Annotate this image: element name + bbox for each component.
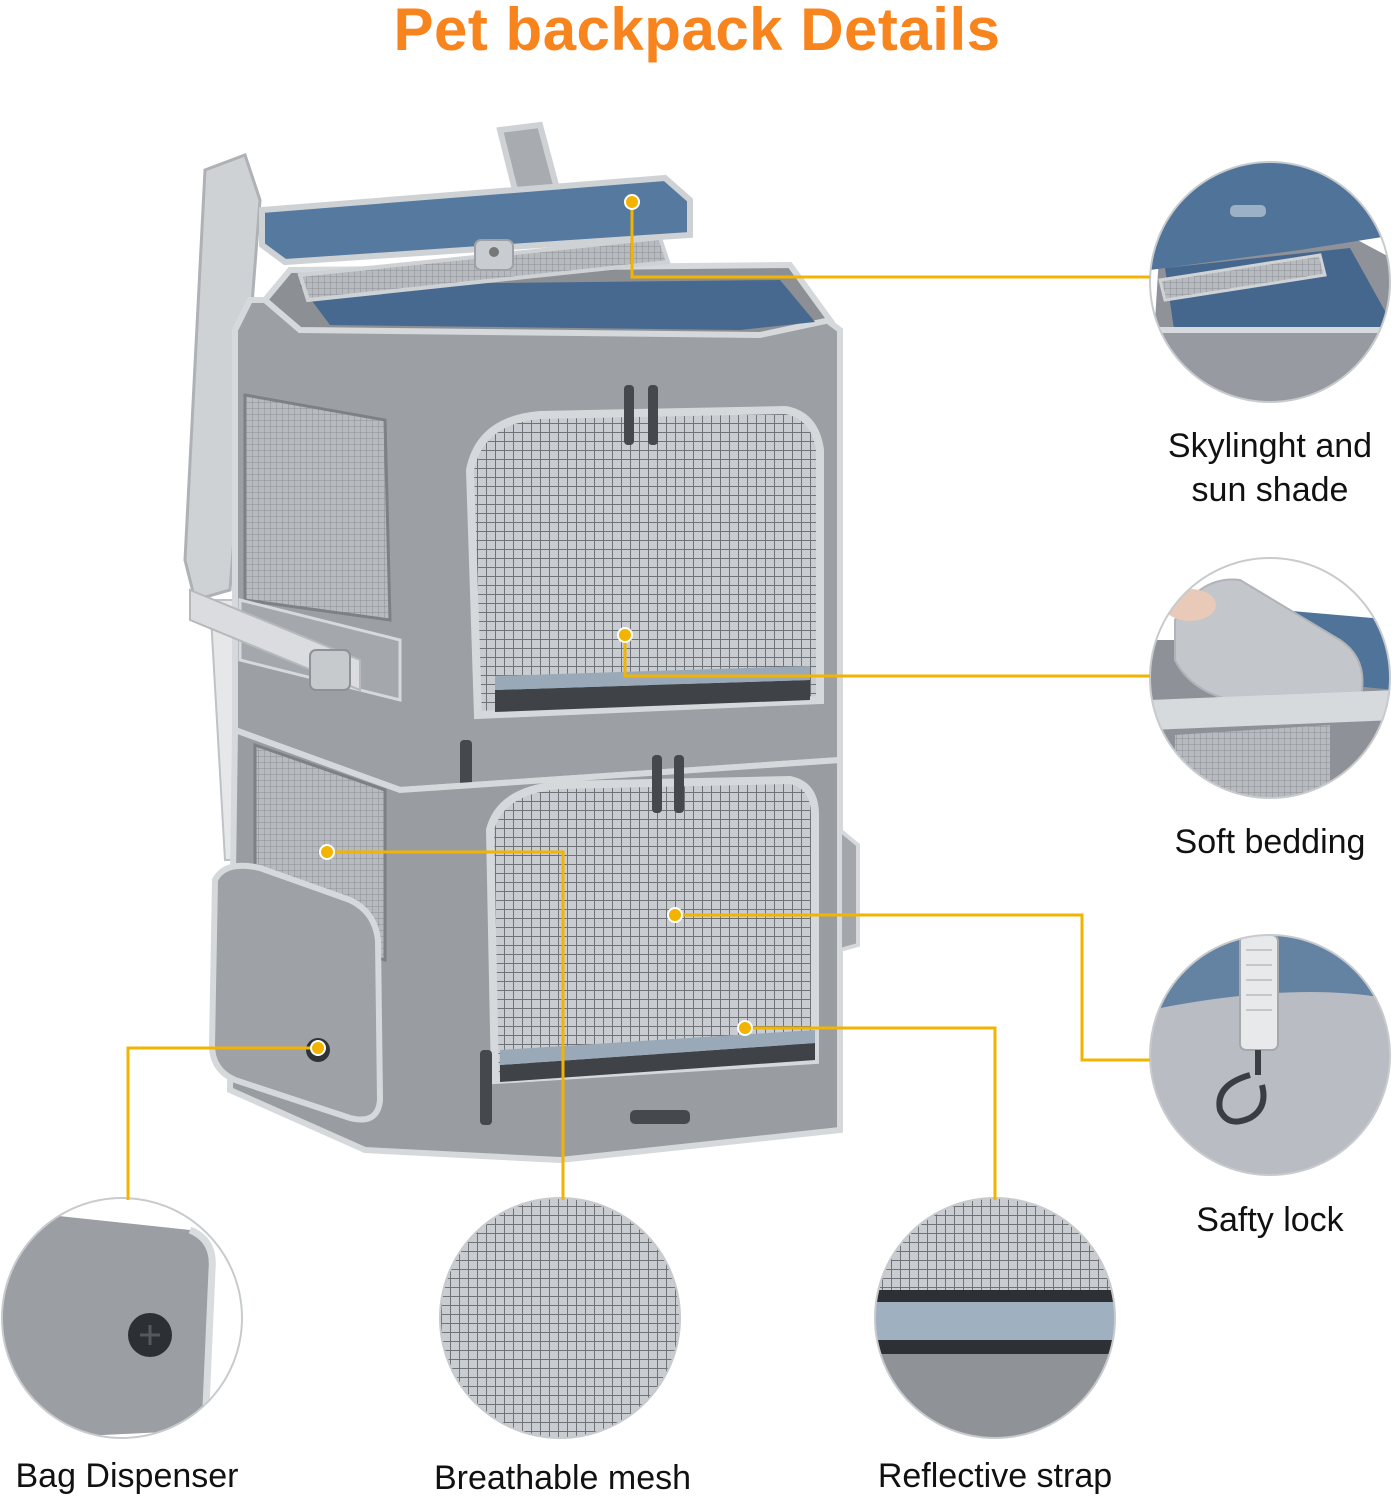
zipper-pull [624, 385, 634, 445]
label-lock: Safty lock [1150, 1198, 1390, 1242]
label-dispenser: Bag Dispenser [0, 1454, 254, 1498]
label-lock-line-1: Safty lock [1196, 1201, 1344, 1239]
label-reflective: Reflective strap [855, 1454, 1135, 1498]
label-reflective-line-1: Reflective strap [877, 1457, 1113, 1495]
label-skylight-line-1: Skylinght and [1167, 427, 1373, 465]
bag-dispenser-pouch [208, 862, 384, 1123]
label-bedding-line-1: Soft bedding [1174, 823, 1366, 861]
label-mesh: Breathable mesh [415, 1456, 710, 1500]
detail-circle-skylight [1149, 161, 1391, 403]
zipper-pull [648, 385, 658, 445]
callout-line-lock [675, 913, 1150, 1062]
front-mesh-panel-upper [465, 405, 824, 720]
callout-line-bedding [623, 635, 1150, 678]
detail-circle-reflective [874, 1197, 1116, 1439]
callout-dots [310, 194, 753, 1056]
left-shoulder-strap [183, 153, 262, 602]
label-skylight: Skylinght and sun shade [1150, 424, 1390, 512]
zipper-pull [652, 755, 662, 813]
label-mesh-line-1: Breathable mesh [433, 1459, 692, 1497]
callout-line-mesh [327, 850, 565, 1200]
callout-dot-skylight [624, 194, 640, 210]
label-dispenser-line-1: Bag Dispenser [15, 1457, 239, 1495]
detail-circle-bedding [1149, 557, 1391, 799]
front-mesh-panel-lower [485, 775, 819, 1085]
skylight-opening [300, 280, 815, 330]
callout-dot-bedding [617, 627, 633, 643]
detail-circle-mesh [439, 1197, 681, 1439]
callout-dot-lock [667, 907, 683, 923]
detail-circle-lock [1149, 934, 1391, 1176]
backpack [183, 121, 860, 1164]
zipper-pull [480, 1050, 492, 1125]
zipper-pull [674, 755, 684, 813]
callout-lines [126, 202, 1150, 1200]
callout-line-skylight [630, 202, 1150, 279]
label-skylight-line-2: sun shade [1191, 471, 1349, 509]
page-title: Pet backpack Details [393, 0, 1001, 63]
callout-dot-dispenser [310, 1040, 326, 1056]
callout-dot-mesh [319, 844, 335, 860]
zipper-pull [630, 1110, 690, 1124]
side-mesh-window-upper [243, 393, 392, 622]
label-bedding: Soft bedding [1145, 820, 1394, 864]
reflective-strip [500, 1030, 815, 1065]
callout-line-reflective [745, 1026, 997, 1200]
callout-dot-reflective [737, 1020, 753, 1036]
detail-circle-dispenser [1, 1197, 243, 1439]
callout-line-dispenser [126, 1046, 318, 1200]
sun-shade-roll [259, 174, 693, 303]
